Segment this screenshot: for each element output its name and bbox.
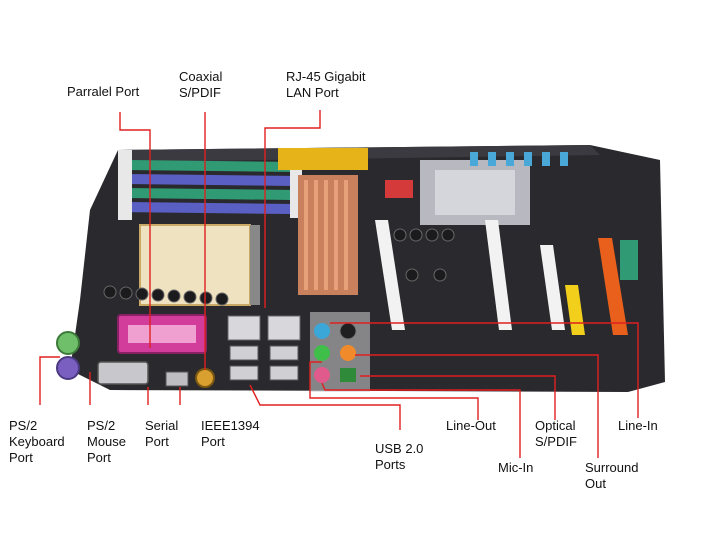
line-in-jack — [314, 323, 330, 339]
io-panel — [56, 312, 370, 392]
label-rj45: RJ-45 Gigabit LAN Port — [286, 69, 366, 100]
leader-rj45 — [264, 110, 321, 308]
leader-line-in — [330, 322, 639, 418]
top-capacitors — [470, 152, 568, 166]
leader-mic-in — [321, 382, 521, 458]
line-out-jack — [314, 345, 330, 361]
label-parallel-port: Parralel Port — [67, 84, 140, 99]
ieee1394-port — [165, 371, 189, 387]
lan-port-1 — [227, 315, 261, 341]
leader-optical — [360, 375, 556, 420]
leader-parallel-port — [119, 112, 151, 348]
usb-port-1 — [229, 345, 259, 361]
ps2-mouse-port — [56, 356, 80, 380]
leader-lines — [39, 110, 639, 458]
leader-ps2-keyboard — [39, 356, 60, 405]
label-optical-spdif: Optical S/PDIF — [535, 418, 577, 449]
ps2-keyboard-port — [56, 331, 80, 355]
label-line-in: Line-In — [618, 418, 658, 433]
usb-port-4 — [269, 365, 299, 381]
coaxial-spdif-port — [195, 368, 215, 388]
label-surround-out: Surround Out — [585, 460, 639, 491]
rear-out-jack — [339, 322, 357, 340]
usb-port-2 — [229, 365, 259, 381]
surround-out-jack — [340, 345, 356, 361]
mic-in-jack — [314, 367, 330, 383]
label-ps2-keyboard: PS/2 Keyboard Port — [9, 418, 65, 465]
leader-usb — [249, 384, 401, 430]
heatsink — [298, 160, 530, 295]
motherboard-photo — [56, 145, 665, 392]
capacitors — [103, 228, 455, 306]
label-ps2-mouse: PS/2 Mouse Port — [87, 418, 127, 465]
label-mic-in: Mic-In — [498, 460, 534, 475]
serial-port — [97, 361, 149, 385]
label-coaxial-spdif: Coaxial S/PDIF — [179, 69, 223, 100]
lan-port-2 — [267, 315, 301, 341]
leader-surround — [355, 354, 599, 458]
label-serial-port: Serial Port — [145, 418, 179, 449]
leader-line-out — [309, 361, 479, 420]
optical-spdif-port — [340, 368, 356, 382]
label-usb20: USB 2.0 Ports — [375, 441, 424, 472]
usb-port-3 — [269, 345, 299, 361]
label-line-out: Line-Out — [446, 418, 496, 433]
label-ieee1394: IEEE1394 Port — [201, 418, 260, 449]
ide-connector — [278, 148, 368, 170]
